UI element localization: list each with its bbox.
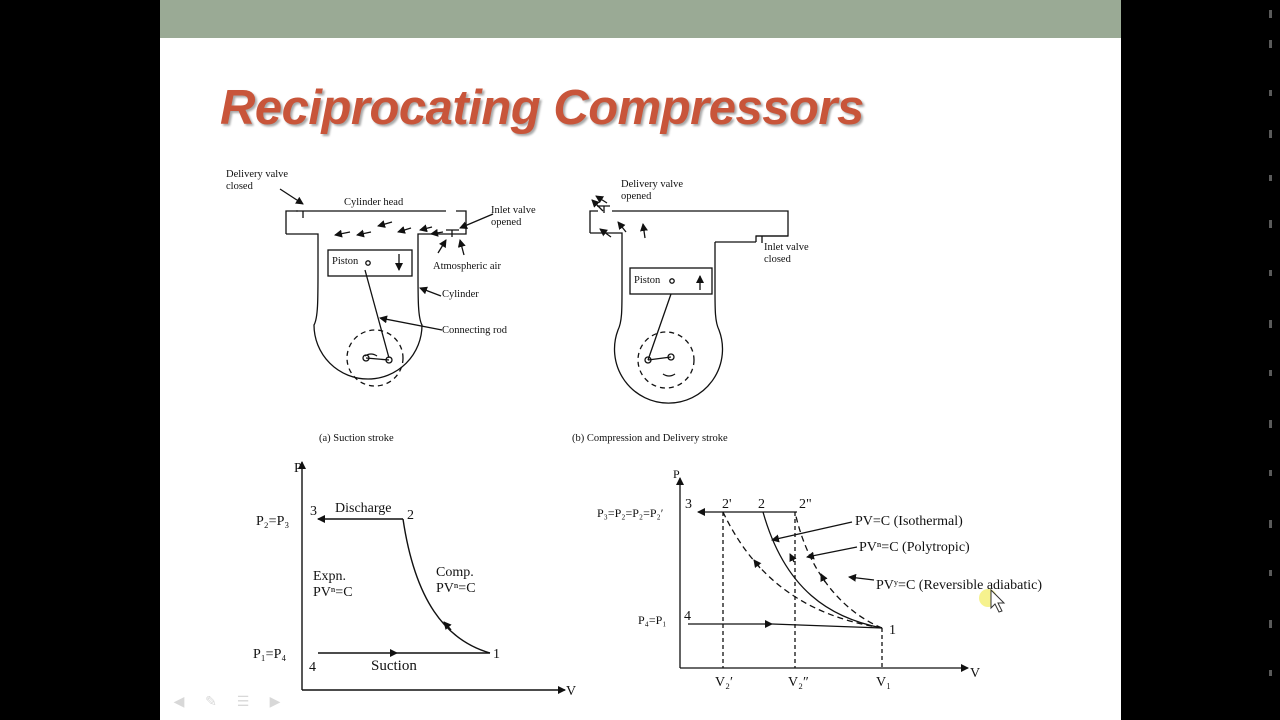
- right-edge-strip: [1269, 10, 1272, 676]
- label-cylinder: Cylinder: [442, 289, 479, 300]
- pv-right-labels: P V P₃=P₂=P₂=P₂′ P₄=P₁ 3 2' 2 2" 4 1 PV=…: [597, 467, 1042, 690]
- cursor-highlight: [979, 588, 1006, 613]
- slide-header-bar: [160, 0, 1121, 38]
- label-piston-b: Piston: [634, 275, 661, 286]
- label-inlet-valve-b1: Inlet valve: [764, 242, 809, 253]
- pv-left-point-1: 1: [493, 647, 500, 662]
- caption-compression-stroke: (b) Compression and Delivery stroke: [572, 433, 728, 444]
- pv-left-labels: P V P₂=P₃ P₁=P₄ 3 2 4 1 Discharge Suctio…: [253, 461, 576, 699]
- pv-right-p-axis: P: [673, 467, 680, 481]
- pv-left-comp-1: Comp.: [436, 565, 474, 580]
- suction-stroke-labels: Delivery valve closed Cylinder head Inle…: [226, 169, 536, 444]
- label-atmospheric-air: Atmospheric air: [433, 261, 501, 272]
- arrow-left-icon[interactable]: ◀: [173, 694, 185, 710]
- pv-right-v2pp: V₂″: [788, 675, 809, 690]
- pv-right-v-axis: V: [970, 666, 980, 681]
- pv-right-point-4: 4: [684, 609, 691, 624]
- compression-stroke-diagram: [589, 195, 789, 404]
- pv-diagram-left: [298, 461, 566, 694]
- label-delivery-valve-a1: Delivery valve: [226, 169, 288, 180]
- pv-left-point-3: 3: [310, 504, 317, 519]
- label-inlet-valve-a2: opened: [491, 217, 522, 228]
- pv-left-p14-label: P₁=P₄: [253, 647, 286, 662]
- label-cylinder-head: Cylinder head: [344, 197, 404, 208]
- pv-left-v-axis: V: [566, 684, 576, 699]
- pv-right-point-2pp: 2": [799, 497, 812, 512]
- pv-right-isothermal: PV=C (Isothermal): [855, 514, 963, 529]
- slide-title: Reciprocating Compressors: [220, 81, 864, 135]
- compression-stroke-labels: Delivery valve opened Inlet valve closed…: [572, 179, 809, 444]
- label-delivery-valve-b1: Delivery valve: [621, 179, 683, 190]
- pv-right-p-low-label: P₄=P₁: [638, 613, 666, 627]
- pv-left-comp-2: PVⁿ=C: [436, 581, 476, 596]
- label-delivery-valve-a2: closed: [226, 181, 254, 192]
- pv-right-v2p: V₂′: [715, 675, 733, 690]
- label-connecting-rod: Connecting rod: [442, 325, 508, 336]
- pv-right-point-1: 1: [889, 623, 896, 638]
- pv-right-point-2: 2: [758, 497, 765, 512]
- pv-left-suction: Suction: [371, 658, 417, 674]
- pv-left-p23-label: P₂=P₃: [256, 514, 289, 529]
- menu-icon[interactable]: ☰: [236, 694, 250, 710]
- pv-right-point-3: 3: [685, 497, 692, 512]
- pv-right-v1: V₁: [876, 675, 891, 690]
- slide-navigation: ◀ ✎ ☰ ▶: [160, 690, 284, 714]
- pv-left-discharge: Discharge: [335, 501, 392, 516]
- label-inlet-valve-a1: Inlet valve: [491, 205, 536, 216]
- label-inlet-valve-b2: closed: [764, 254, 792, 265]
- pv-left-expn-1: Expn.: [313, 569, 346, 584]
- label-piston-a: Piston: [332, 256, 359, 267]
- slide: Reciprocating Compressors: [160, 0, 1121, 720]
- label-delivery-valve-b2: opened: [621, 191, 652, 202]
- pv-left-p-axis: P: [294, 461, 302, 476]
- pv-right-adiabatic: PVʸ=C (Reversible adiabatic): [876, 578, 1042, 593]
- pv-left-point-2: 2: [407, 508, 414, 523]
- pv-right-point-2p: 2': [722, 497, 732, 512]
- slide-figures: Delivery valve closed Cylinder head Inle…: [226, 169, 1042, 699]
- suction-stroke-diagram: [279, 188, 494, 387]
- pv-right-p-high-label: P₃=P₂=P₂=P₂′: [597, 506, 664, 520]
- pv-diagram-right: [676, 477, 969, 672]
- pv-right-polytropic: PVⁿ=C (Polytropic): [859, 540, 970, 555]
- pen-icon[interactable]: ✎: [205, 694, 217, 710]
- arrow-right-icon[interactable]: ▶: [269, 694, 281, 710]
- pv-left-point-4: 4: [309, 660, 316, 675]
- caption-suction-stroke: (a) Suction stroke: [319, 433, 394, 444]
- pv-left-expn-2: PVⁿ=C: [313, 585, 353, 600]
